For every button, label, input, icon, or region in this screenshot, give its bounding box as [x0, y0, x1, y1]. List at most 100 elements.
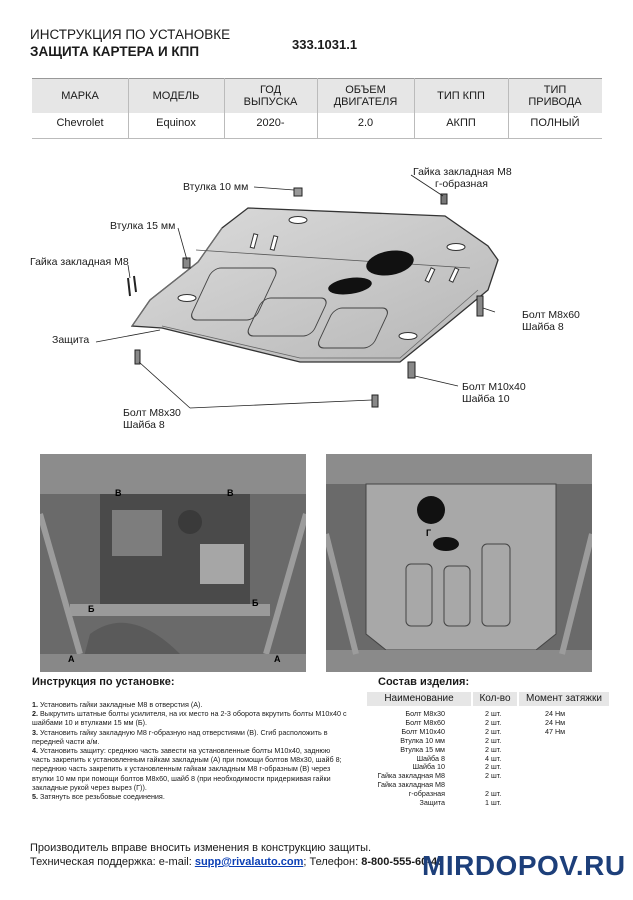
spec-table-divider [32, 138, 602, 139]
part-torque: 24 Нм [545, 709, 566, 718]
callout-text: Болт М8х30 [123, 407, 181, 419]
support-line: Техническая поддержка: e-mail: supp@riva… [30, 856, 443, 868]
part-torque [545, 781, 585, 790]
spec-cell: 2.0 [357, 117, 374, 129]
photo-label: А [274, 654, 281, 664]
spec-header-cell: ТИП КПП [437, 90, 485, 102]
step-number: 5. [32, 792, 38, 802]
instructions-heading: Инструкция по установке: [32, 676, 175, 688]
callout-bushing-15: Втулка 15 мм [110, 220, 176, 232]
email-link[interactable]: supp@rivalauto.com [194, 856, 304, 868]
part-torque [545, 772, 585, 781]
step-text: Установить защиту: среднюю часть завести… [32, 746, 342, 792]
part-torque [545, 746, 585, 755]
step-number: 2. [32, 709, 38, 719]
photo-label: Г [426, 528, 432, 538]
callout-text: Болт М8х60 [522, 309, 580, 321]
instruction-step: 1. Установить гайки закладные М8 в отвер… [32, 700, 347, 709]
phone-prefix: ; Телефон: [303, 856, 362, 868]
instruction-step: 3. Установить гайку закладную М8 г-образ… [32, 728, 347, 746]
callout-text: Гайка закладная М8 [413, 166, 512, 178]
part-qty: 2 шт. [485, 726, 502, 736]
col-header-name: Наименование [367, 692, 471, 706]
spec-cell: АКПП [446, 117, 476, 129]
part-qty: 2 шт. [485, 789, 502, 799]
callout-text: г-образная [435, 178, 488, 190]
bolt-m10x40-icon [407, 361, 416, 379]
part-torque [545, 737, 585, 746]
col-header-qty: Кол-во [473, 692, 517, 706]
spec-header-cell: МОДЕЛЬ [152, 90, 200, 102]
title-line-1: ИНСТРУКЦИЯ ПО УСТАНОВКЕ [30, 27, 231, 42]
part-torque: 24 Нм [545, 717, 566, 727]
composition-heading: Состав изделия: [378, 676, 470, 688]
spec-header-cell: МАРКА [61, 90, 99, 102]
skid-plate [130, 207, 499, 363]
part-name: Гайка закладная М8 [377, 780, 445, 790]
bushing-10-icon [293, 187, 303, 197]
spec-table-divider [317, 78, 318, 138]
title-line-2: ЗАЩИТА КАРТЕРА И КПП [30, 44, 200, 59]
spec-cell: ПОЛНЫЙ [530, 117, 580, 129]
disclaimer: Производитель вправе вносить изменения в… [30, 842, 372, 854]
part-name: Шайба 10 [412, 762, 445, 772]
part-name: Втулка 15 мм [400, 744, 445, 754]
step-number: 4. [32, 746, 38, 756]
part-torque [545, 755, 585, 764]
callout-text: Шайба 8 [522, 321, 564, 333]
part-name: Болт М8х30 [405, 709, 445, 718]
step-number: 1. [32, 700, 38, 709]
support-prefix: Техническая поддержка: e-mail: [30, 856, 195, 868]
part-qty: 4 шт. [485, 753, 502, 763]
spec-cell: Equinox [156, 117, 196, 129]
part-name: Шайба 8 [416, 753, 445, 763]
instruction-step: 2. Выкрутить штатные болты усилителя, на… [32, 709, 347, 727]
spec-table-divider [128, 78, 129, 138]
photo-label: Б [88, 604, 95, 614]
part-qty: 1 шт. [485, 798, 502, 808]
step-text: Выкрутить штатные болты усилителя, на их… [32, 709, 347, 728]
instruction-step: 5. Затянуть все резьбовые соединения. [32, 792, 347, 801]
phone-number: 8-800-555-60-43 [361, 856, 444, 868]
watermark: MIRDOPOV.RU [422, 850, 626, 881]
photo-before-install: В В Б Б А А [40, 454, 306, 672]
instruction-step: 4. Установить защиту: среднюю часть заве… [32, 746, 347, 792]
part-torque [545, 799, 585, 808]
bolt-m8x30-icon [134, 349, 379, 408]
part-qty: 2 шт. [485, 717, 502, 727]
spec-cell: Chevrolet [56, 117, 104, 129]
callout-text: Шайба 8 [123, 419, 165, 431]
step-text: Затянуть все резьбовые соединения. [38, 792, 165, 802]
photo-after-install: Г [326, 454, 592, 672]
part-qty: 2 шт. [485, 771, 502, 781]
part-name: Втулка 10 мм [400, 735, 445, 745]
step-text: Установить гайки закладные М8 в отверсти… [38, 700, 203, 709]
callout-text: Шайба 10 [462, 393, 510, 405]
part-name: Болт М8х60 [405, 717, 445, 727]
callout-nut-m8: Гайка закладная М8 [30, 256, 129, 268]
spec-table-divider [414, 78, 415, 138]
step-number: 3. [32, 727, 38, 737]
part-name: г-образная [408, 789, 445, 799]
part-qty: 2 шт. [485, 709, 502, 718]
part-name: Болт М10х40 [401, 726, 445, 736]
step-text: Установить гайку закладную М8 г-образную… [32, 727, 328, 746]
instructions-list: 1. Установить гайки закладные М8 в отвер… [32, 700, 347, 801]
part-torque [545, 763, 585, 772]
part-name: Гайка закладная М8 [377, 771, 445, 781]
callout-text: Болт М10х40 [462, 381, 526, 393]
exploded-diagram [95, 174, 499, 409]
part-qty: 2 шт. [485, 735, 502, 745]
spec-table-divider [508, 78, 509, 138]
photo-label: Б [252, 598, 259, 608]
part-torque [545, 790, 585, 799]
